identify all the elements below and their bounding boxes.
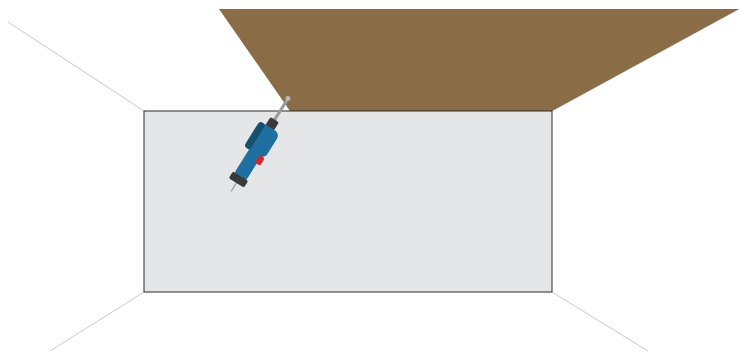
perspective-line-bottom-left (50, 292, 144, 351)
ceiling-plane (219, 9, 739, 111)
back-wall (144, 111, 552, 292)
perspective-line-top-left (8, 22, 144, 111)
perspective-line-bottom-right (552, 292, 648, 351)
